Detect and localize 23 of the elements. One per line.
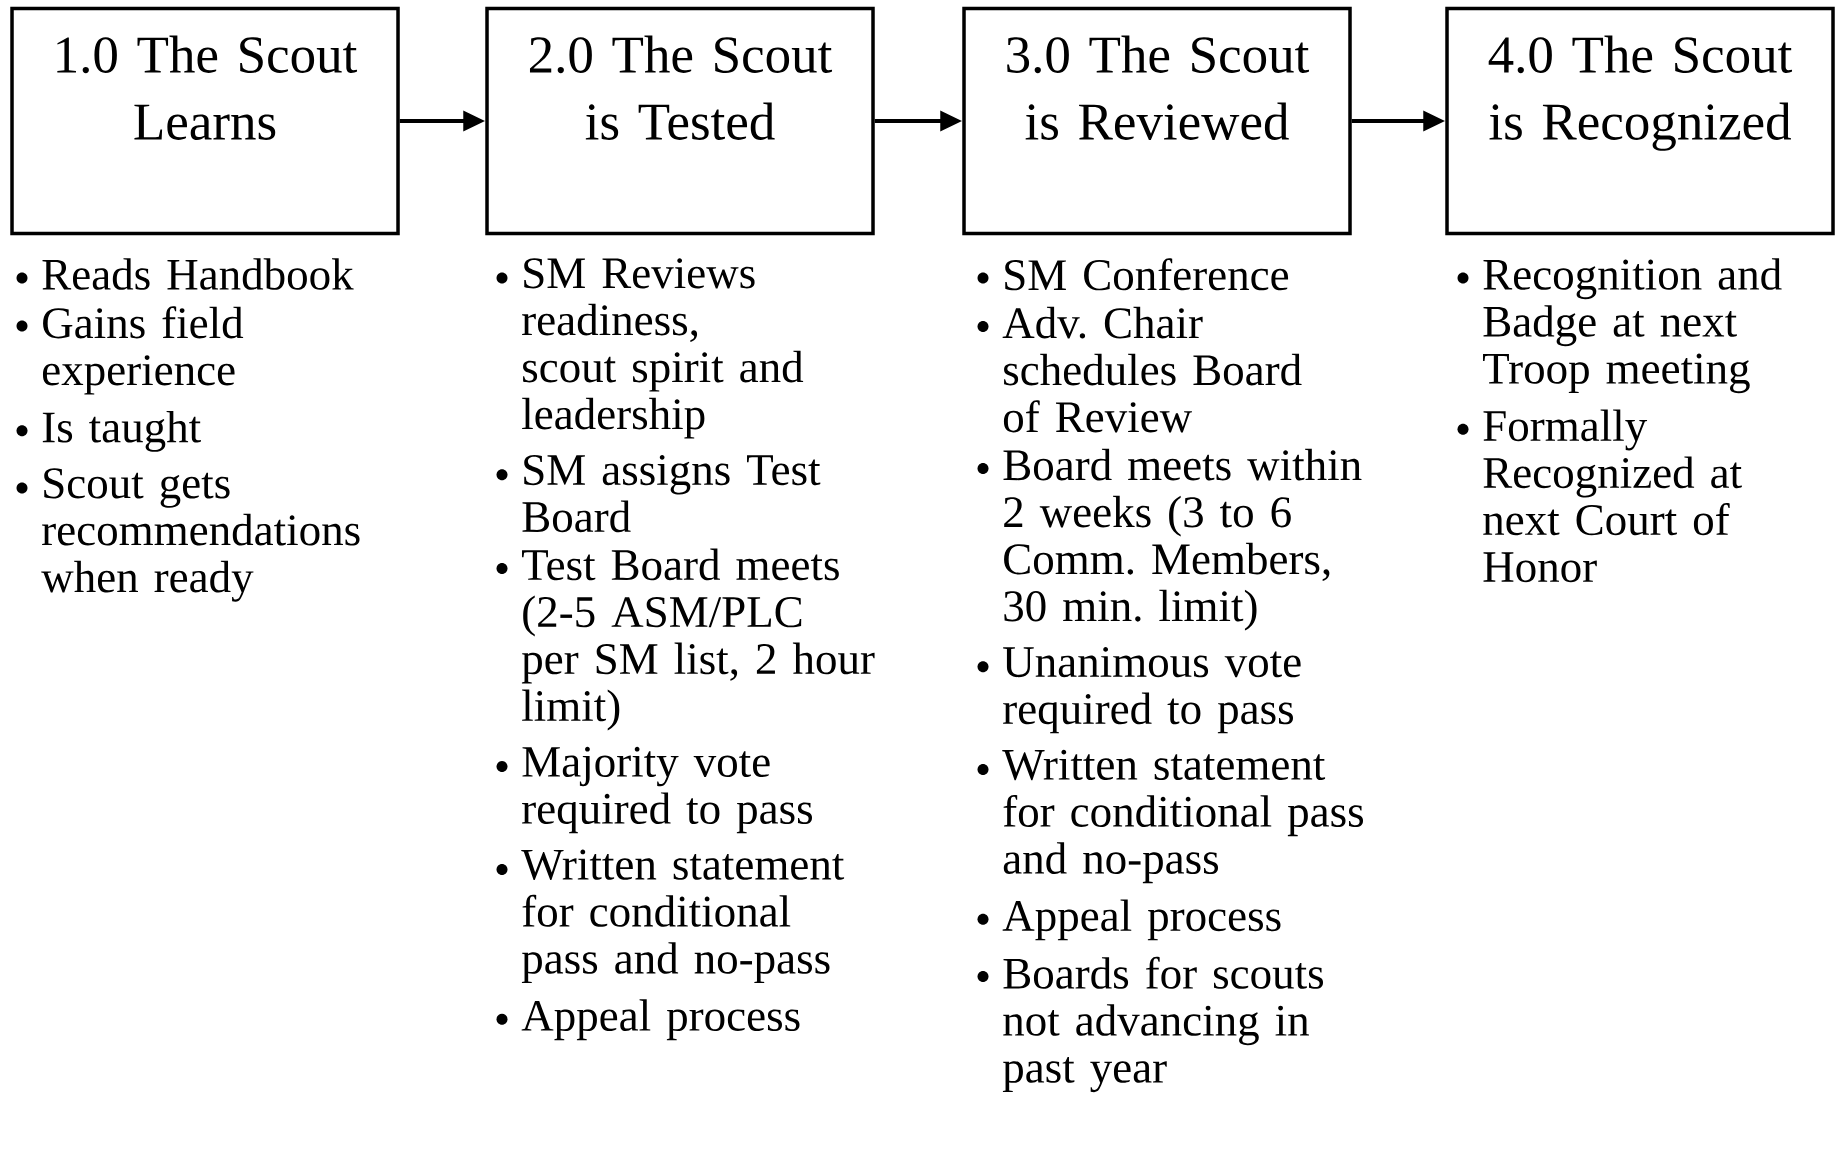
bullet-item: Reads Handbook <box>42 258 354 290</box>
bullet-item: Recognition and Badge at next Troop meeting <box>1483 258 1782 394</box>
bullet-item: SM Conference <box>1005 258 1289 291</box>
process-box: 2.0 The Scout is Tested <box>485 6 875 236</box>
bullet-item: Adv. Chair schedules Board of Review <box>1002 306 1302 433</box>
bullet-item: Boards for scouts not advancing in past year <box>1002 956 1323 1093</box>
bullet-item: Written statement for conditional pass and no-pass <box>521 849 845 983</box>
bullet-item: Board meets within 2 weeks (3 to 6 Comm. Members, 30 min. limit) <box>1003 448 1362 631</box>
bullet-item: Appeal process <box>1002 899 1281 941</box>
bullet-item: Written statement for conditional pass and no-pass <box>1002 749 1363 884</box>
bullet-item: Test Board meets (2-5 ASM/PLC per SM list, 2 hour limit) <box>521 548 875 731</box>
process-box: 4.0 The Scout is Recognized <box>1445 6 1835 236</box>
bullet-item: Gains field experience <box>42 306 244 395</box>
bullet-item: Is taught <box>42 410 201 452</box>
process-box: 3.0 The Scout is Reviewed <box>962 6 1352 236</box>
bullet-item: Majority vote required to pass <box>522 746 812 834</box>
bullet-item: Scout gets recommendations when ready <box>41 468 360 602</box>
bullet-item: SM Reviews readiness, scout spirit and leadership <box>522 258 804 439</box>
bullet-item: Unanimous vote required to pass <box>1003 647 1301 734</box>
bullet-item: Appeal process <box>521 999 800 1041</box>
bullet-item: SM assigns Test Board <box>522 454 821 533</box>
process-box: 1.0 The Scout Learns <box>10 6 400 236</box>
bullet-item: Formally Recognized at next Court of Honor <box>1483 409 1742 583</box>
